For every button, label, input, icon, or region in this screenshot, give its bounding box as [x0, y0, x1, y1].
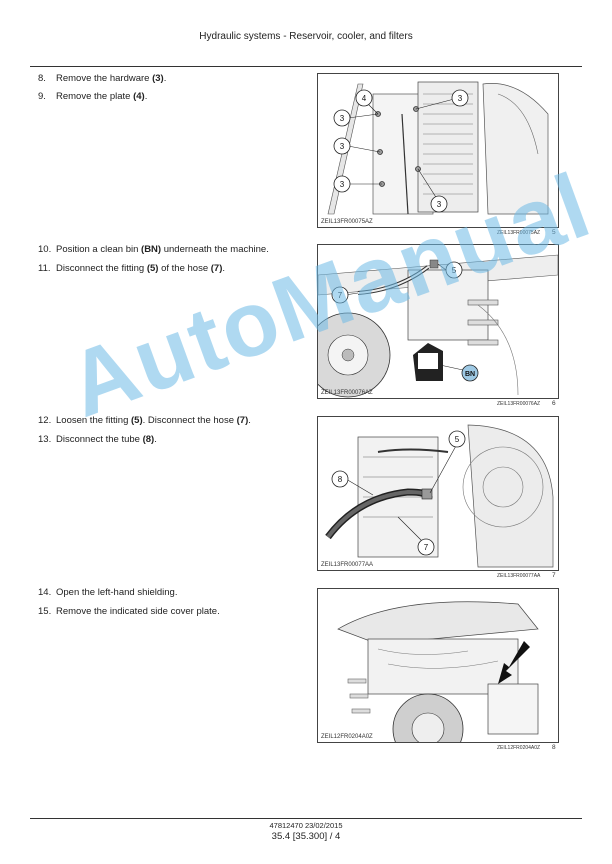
footer-divider: [30, 818, 582, 819]
figure-8-code: ZEIL12FR0204A0Z: [321, 734, 373, 740]
figure-8-drawing: [318, 589, 558, 742]
callout-3: 3: [437, 200, 442, 209]
figure-5-code: ZEIL13FR00075AZ: [321, 219, 373, 225]
figure-5-number: 5: [552, 229, 556, 236]
figure-6-code: ZEIL13FR00076AZ: [321, 390, 373, 396]
step-10: 10.Position a clean bin (BN) underneath …: [38, 244, 269, 255]
figure-6-illustration: 5 7 BN ZEIL13FR00076AZ: [317, 244, 559, 399]
header-divider: [30, 66, 582, 67]
figure-8-illustration: ZEIL12FR0204A0Z: [317, 588, 559, 743]
callout-3: 3: [340, 114, 345, 123]
figure-6-drawing: 5 7 BN: [318, 245, 558, 398]
callout-3: 3: [458, 94, 463, 103]
callout-8: 8: [338, 475, 343, 484]
step-8: 8.Remove the hardware (3).: [38, 73, 167, 84]
figure-7-code: ZEIL13FR00077AA: [321, 562, 374, 568]
footer-document-id: 47812470 23/02/2015: [269, 821, 343, 830]
figure-7-drawing: 5 8 7: [318, 417, 558, 570]
step-9: 9.Remove the plate (4).: [38, 91, 148, 102]
figure-5-illustration: 4 3 3 3 3 3 ZEIL13FR00075AZ: [317, 73, 559, 228]
figure-6-number: 6: [552, 400, 556, 407]
figure-8-reference: ZEIL12FR0204A0Z: [497, 745, 541, 751]
step-14: 14.Open the left-hand shielding.: [38, 587, 178, 598]
figure-7-reference: ZEIL13FR00077AA: [497, 573, 541, 579]
figure-5-reference: ZEIL13FR00075AZ: [497, 230, 541, 236]
callout-3: 3: [340, 142, 345, 151]
callout-7: 7: [338, 291, 343, 300]
figure-6-reference: ZEIL13FR00076AZ: [497, 401, 541, 407]
callout-7: 7: [424, 543, 429, 552]
figure-8-number: 8: [552, 744, 556, 751]
callout-4: 4: [362, 94, 367, 103]
callout-bn: BN: [465, 371, 475, 378]
footer-page-number: 35.4 [35.300] / 4: [271, 831, 341, 842]
step-13: 13.Disconnect the tube (8).: [38, 434, 157, 445]
step-11: 11.Disconnect the fitting (5) of the hos…: [38, 263, 226, 274]
figure-5-drawing: 4 3 3 3 3 3: [318, 74, 558, 227]
step-12: 12.Loosen the fitting (5). Disconnect th…: [38, 415, 251, 426]
figure-7-number: 7: [552, 572, 556, 579]
page-header-title: Hydraulic systems - Reservoir, cooler, a…: [199, 31, 413, 42]
callout-5: 5: [455, 435, 460, 444]
step-15: 15.Remove the indicated side cover plate…: [38, 606, 220, 617]
callout-5: 5: [452, 266, 457, 275]
figure-7-illustration: 5 8 7 ZEIL13FR00077AA: [317, 416, 559, 571]
callout-3: 3: [340, 180, 345, 189]
